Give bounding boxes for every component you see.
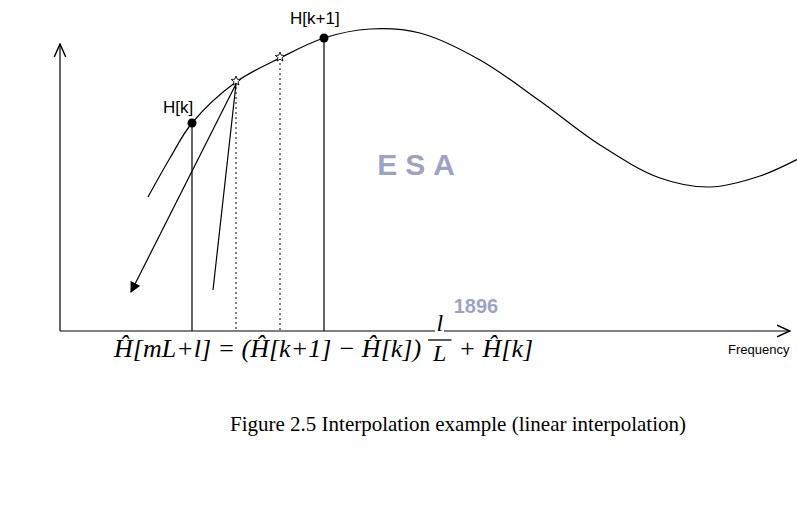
axis-label: Frequency [728,343,789,356]
sample-stem [323,38,324,331]
sample-label: H[k+1] [290,10,340,27]
interp-stem [236,82,237,331]
equation-part: + Ĥ[k] [457,336,534,362]
leader-line [213,84,236,290]
watermark-text: 1896 [454,296,499,316]
interp-stem [280,58,281,331]
interpolated-point [231,76,241,85]
equation-part: Ĥ[mL+l] = (Ĥ[k+1] − Ĥ[k]) [113,336,422,362]
equation-denominator: L [432,341,447,365]
interpolated-point [275,52,285,61]
sample-label: H[k] [163,99,193,116]
watermark-text: ESA [377,150,463,180]
leader-arrow [131,84,236,292]
figure-caption: Figure 2.5 Interpolation example (linear… [230,414,686,435]
sample-stem [191,123,192,331]
y-axis [59,44,60,331]
x-axis [60,330,790,331]
response-curve [148,29,797,197]
equation-numerator: l [435,311,444,335]
